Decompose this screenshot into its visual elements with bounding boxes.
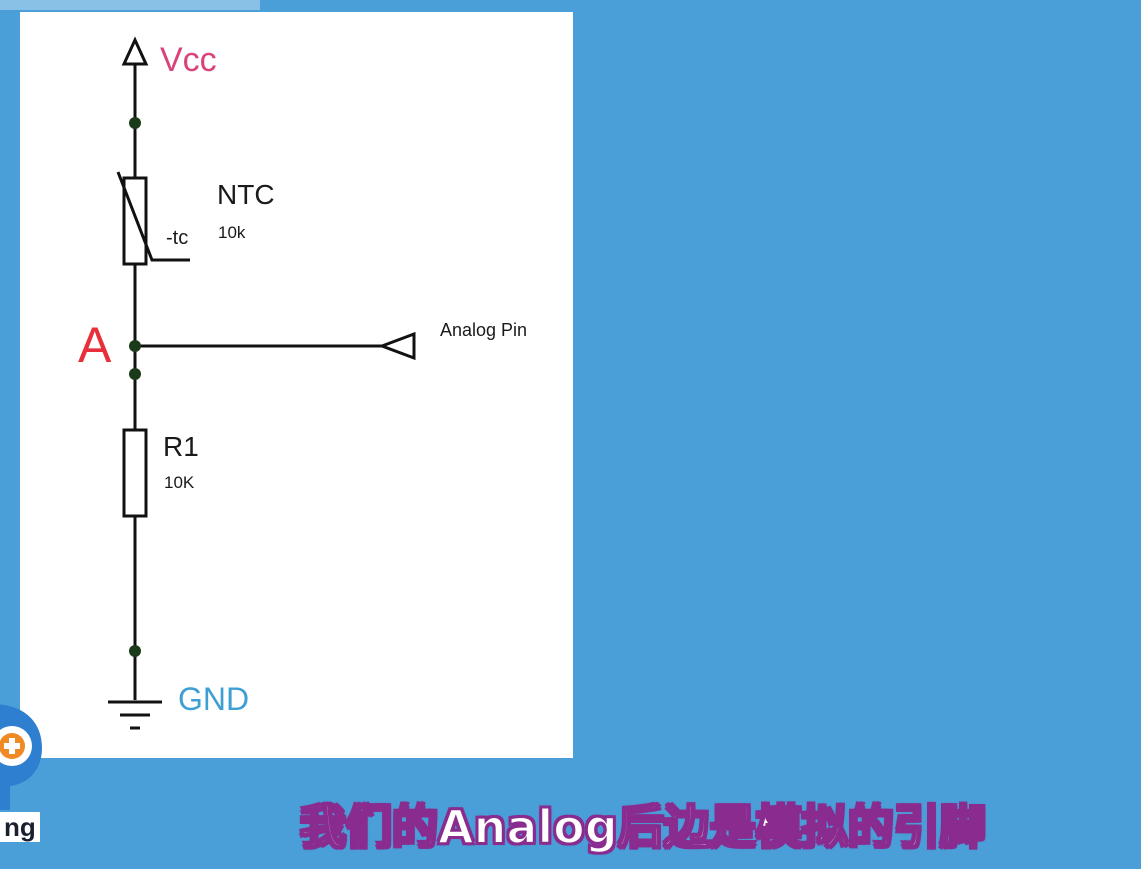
schematic-panel: Vcc NTC 10k -tc A Analog Pin R1 10K GND	[20, 12, 573, 758]
r1-value-label: 10K	[164, 473, 195, 492]
ntc-value-label: 10k	[218, 223, 246, 242]
gnd-label: GND	[178, 681, 250, 717]
ntc-thermistor	[122, 176, 148, 266]
analog-pin-arrow-icon	[377, 331, 416, 361]
logo-icon	[0, 704, 42, 810]
ntc-coefficient-label: -tc	[166, 227, 189, 249]
ntc-name-label: NTC	[217, 179, 275, 210]
junction-dot	[129, 117, 141, 129]
top-watermark-strip	[0, 0, 260, 10]
schematic-drawing	[108, 36, 416, 730]
analog-pin-label: Analog Pin	[440, 320, 528, 340]
r1-name-label: R1	[163, 431, 199, 462]
vcc-label: Vcc	[160, 41, 217, 79]
ntc-tc-slash	[116, 171, 190, 262]
logo-text: ng	[0, 812, 40, 842]
video-subtitle: 我们的Analog后边是模拟的引脚	[299, 799, 987, 855]
junction-dot	[129, 645, 141, 657]
resistor-r1	[122, 428, 148, 518]
vcc-arrow-icon	[121, 36, 149, 66]
ground-icon	[108, 700, 162, 730]
node-a-label: A	[78, 317, 112, 373]
junction-dot	[129, 368, 141, 380]
junction-dot	[129, 340, 141, 352]
